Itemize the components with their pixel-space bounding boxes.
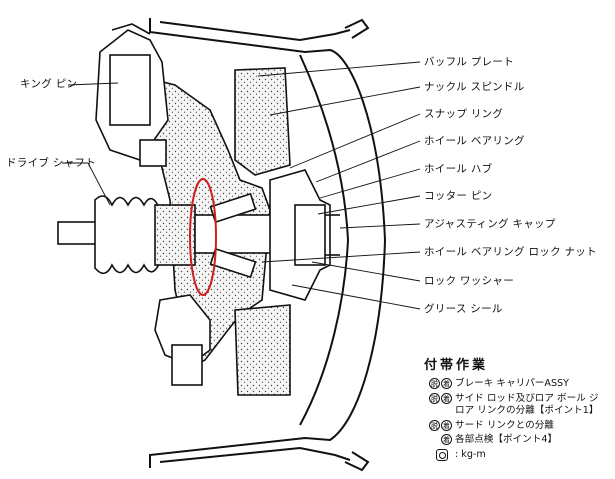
remove-mark-icon: 脱: [429, 419, 440, 431]
task-text: 各部点検【ポイント4】: [455, 434, 558, 445]
callout-baffle-plate: バッフル プレート: [424, 56, 515, 68]
ancillary-tasks-panel: 付帯作業 脱 着 ブレーキ キャリパーASSY 脱 着 サイド ロッド及びロア …: [424, 354, 612, 463]
drive-shaft: [57, 195, 291, 275]
task-row: 脱 着 サード リンクとの分離: [424, 419, 612, 433]
callout-wheel-bearing: ホイール ベアリング: [424, 135, 525, 147]
leader-lines: [62, 61, 421, 310]
install-mark-icon: 着: [441, 419, 452, 431]
remove-mark-icon: 脱: [429, 378, 440, 389]
callout-cotter-pin: コッター ピン: [424, 190, 493, 202]
install-mark-icon: 着: [441, 378, 452, 389]
highlight-ellipse: [189, 178, 217, 296]
task-text: ブレーキ キャリパーASSY: [455, 378, 569, 389]
king-pin-housing: [95, 23, 169, 167]
wheel-hub: [209, 169, 340, 301]
install-mark-icon: 着: [441, 392, 452, 404]
callout-knuckle-spindle: ナックル スピンドル: [424, 81, 525, 93]
remove-mark-icon: 脱: [429, 392, 440, 404]
torque-unit: : kg-m: [455, 448, 486, 460]
callout-lock-washer: ロック ワッシャー: [424, 275, 515, 287]
task-row: 着 各部点検【ポイント4】: [424, 434, 612, 447]
torque-wrench-icon: [436, 448, 448, 461]
callout-wheel-bearing-lock-nut: ホイール ベアリング ロック ナット: [424, 246, 597, 258]
callout-king-pin: キング ピン: [20, 78, 78, 90]
task-text: サイド ロッド及びロア ボール ジ: [455, 392, 599, 404]
torque-legend: : kg-m: [424, 448, 612, 462]
callout-adjusting-cap: アジャスティング キャップ: [424, 218, 556, 230]
callout-snap-ring: スナップ リング: [424, 108, 504, 120]
tasks-heading: 付帯作業: [424, 358, 489, 373]
callout-drive-shaft: ドライブ シャフト: [6, 157, 97, 169]
task-row: 脱 着 ブレーキ キャリパーASSY: [424, 378, 612, 391]
task-row: 脱 着 サイド ロッド及びロア ボール ジ ロア リンクの分離【ポイント1】: [424, 392, 612, 418]
inspect-mark-icon: 着: [441, 434, 452, 445]
lower-ball-joint: [154, 294, 211, 386]
callout-grease-seal: グリース シール: [424, 303, 503, 315]
callout-wheel-hub: ホイール ハブ: [424, 163, 493, 175]
task-text-continued: ロア リンクの分離【ポイント1】: [455, 405, 599, 416]
wheel-rim: [149, 18, 387, 472]
task-text: サード リンクとの分離: [455, 419, 554, 431]
